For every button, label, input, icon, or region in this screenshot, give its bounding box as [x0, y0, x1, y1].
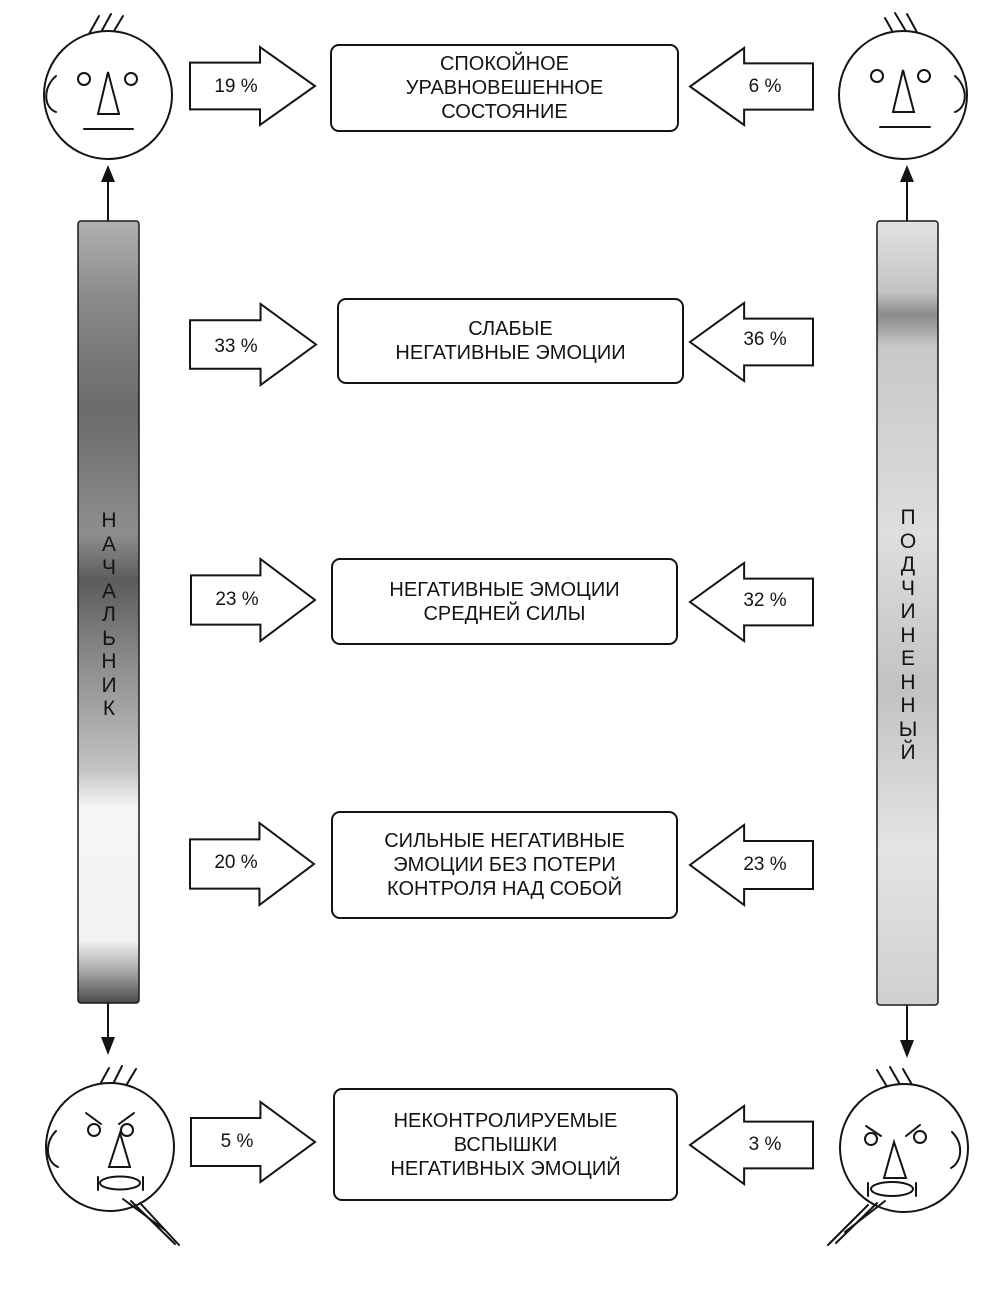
angry-face-icon [827, 1066, 969, 1246]
subordinate-arrow [688, 301, 814, 383]
subordinate-up-arrow-head [900, 165, 914, 182]
boss-arrow [190, 556, 317, 644]
subordinate-column [876, 165, 939, 1058]
boss-up-arrow-head [101, 165, 115, 182]
levels-layer [189, 44, 814, 1201]
subordinate-down-arrow-head [900, 1040, 914, 1058]
state-box [330, 44, 679, 132]
calm-face-icon [43, 13, 173, 160]
boss-down-arrow-head [101, 1037, 115, 1055]
state-box [331, 558, 678, 645]
subordinate-arrow [688, 561, 814, 643]
subordinate-bar [876, 220, 939, 1006]
boss-arrow [189, 820, 316, 908]
subordinate-arrow [688, 823, 814, 907]
boss-arrow [189, 302, 318, 387]
subordinate-arrow [688, 1104, 814, 1186]
subordinate-arrow [688, 46, 814, 127]
calm-face-icon [838, 12, 968, 160]
boss-column [77, 165, 140, 1055]
boss-arrow [189, 45, 317, 127]
boss-arrow [190, 1100, 317, 1184]
state-box [337, 298, 684, 384]
angry-face-icon [45, 1065, 180, 1246]
boss-bar [77, 220, 140, 1004]
state-box [331, 811, 678, 919]
state-box [333, 1088, 678, 1201]
